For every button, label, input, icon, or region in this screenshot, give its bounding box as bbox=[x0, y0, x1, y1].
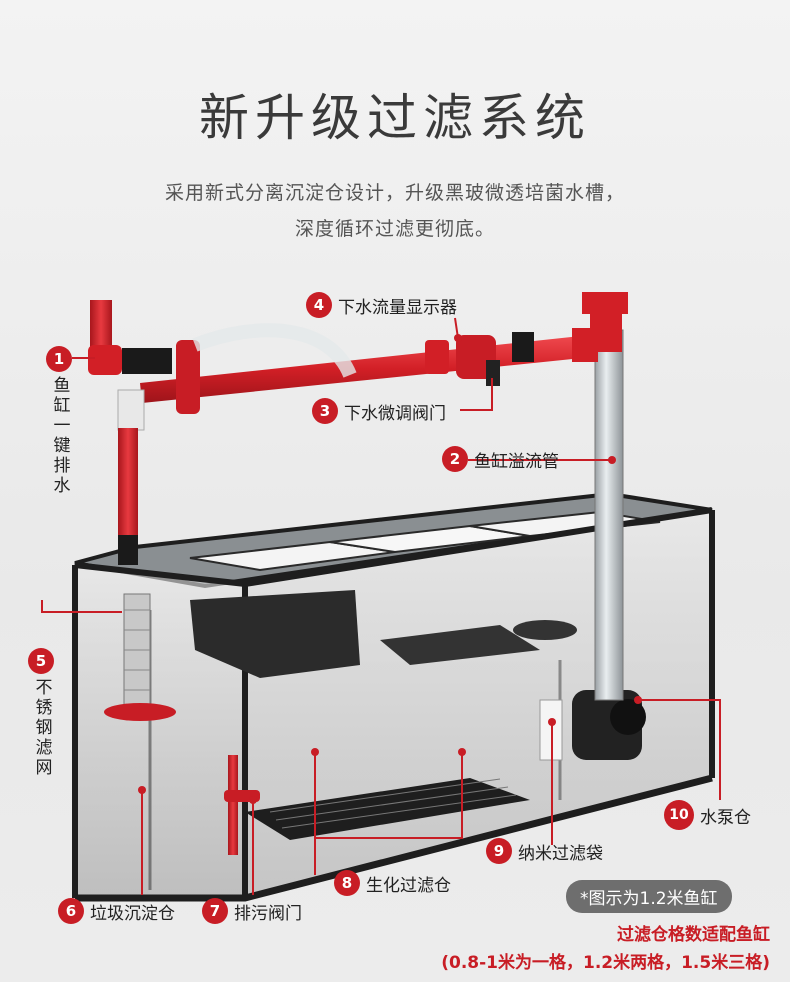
callout-10-badge: 10 bbox=[664, 800, 694, 830]
callout-10-label: 水泵仓 bbox=[700, 807, 751, 828]
sump-tray bbox=[380, 625, 540, 665]
callout-5-badge: 5 bbox=[28, 648, 54, 674]
callout-4: 4 下水流量显示器 bbox=[306, 292, 457, 318]
leader-dots bbox=[138, 334, 642, 804]
callout-8-label: 生化过滤仓 bbox=[366, 875, 451, 896]
callout-9: 9 纳米过滤袋 bbox=[486, 838, 603, 864]
size-note-pill: *图示为1.2米鱼缸 bbox=[566, 880, 732, 913]
callout-6-badge: 6 bbox=[58, 898, 84, 924]
callout-9-badge: 9 bbox=[486, 838, 512, 864]
callout-8: 8 生化过滤仓 bbox=[334, 870, 451, 896]
callout-9-label: 纳米过滤袋 bbox=[518, 843, 603, 864]
filter-cup bbox=[513, 620, 577, 640]
quick-drain-pipe bbox=[90, 300, 112, 350]
bio-grid bbox=[245, 778, 530, 840]
callout-10: 10 水泵仓 bbox=[664, 800, 751, 830]
steel-filter bbox=[123, 593, 151, 713]
tank-frame-bottom bbox=[75, 774, 713, 902]
callout-3-badge: 3 bbox=[312, 398, 338, 424]
callout-6-label: 垃圾沉淀仓 bbox=[90, 903, 175, 924]
fine-tune-handle bbox=[486, 360, 500, 386]
quick-drain-union bbox=[122, 348, 172, 374]
tank bbox=[72, 491, 715, 902]
callout-2-badge: 2 bbox=[442, 446, 468, 472]
callout-8-badge: 8 bbox=[334, 870, 360, 896]
valve-union-right bbox=[512, 332, 534, 362]
overflow-tube-cap bbox=[582, 292, 628, 314]
callout-5-label: 不锈钢滤网 bbox=[31, 678, 52, 778]
callout-1-label: 鱼缸一键排水 bbox=[49, 376, 70, 496]
pump-head bbox=[610, 699, 646, 735]
callout-4-label: 下水流量显示器 bbox=[338, 297, 457, 318]
left-riser-red bbox=[118, 428, 138, 538]
callout-2-label: 鱼缸溢流管 bbox=[474, 451, 559, 472]
clear-hose bbox=[192, 323, 357, 378]
compatibility-note: 过滤仓格数适配鱼缸 bbox=[617, 925, 770, 945]
callout-2: 2 鱼缸溢流管 bbox=[442, 446, 559, 472]
valve-union-left bbox=[425, 340, 449, 374]
overflow-box bbox=[190, 590, 360, 678]
callout-6: 6 垃圾沉淀仓 bbox=[58, 898, 175, 924]
callout-5: 5 不锈钢滤网 bbox=[28, 648, 54, 778]
drain-valve-pipe bbox=[228, 755, 238, 855]
plumbing bbox=[88, 292, 628, 701]
callout-1: 1 鱼缸一键排水 bbox=[46, 346, 72, 496]
pipe-t-joint bbox=[572, 328, 598, 362]
compatibility-detail: (0.8-1米为一格，1.2米两格，1.5米三格) bbox=[441, 953, 770, 973]
callout-3-label: 下水微调阀门 bbox=[344, 403, 446, 424]
subtitle-line-1: 采用新式分离沉淀仓设计，升级黑玻微透培菌水槽， bbox=[164, 182, 625, 204]
leader-lines bbox=[41, 317, 721, 895]
steel-filter-base bbox=[104, 703, 176, 721]
overflow-tube bbox=[594, 329, 624, 701]
callout-1-badge: 1 bbox=[46, 346, 72, 372]
callout-7-label: 排污阀门 bbox=[234, 903, 302, 924]
quick-drain-elbow bbox=[88, 345, 122, 375]
callout-4-badge: 4 bbox=[306, 292, 332, 318]
page-title: 新升级过滤系统 bbox=[199, 89, 591, 147]
left-riser-black bbox=[118, 535, 138, 565]
callout-3: 3 下水微调阀门 bbox=[312, 398, 446, 424]
subtitle-line-2: 深度循环过滤更彻底。 bbox=[294, 218, 495, 240]
left-riser-white bbox=[117, 389, 145, 431]
quick-drain-handle bbox=[176, 340, 200, 414]
callout-7-badge: 7 bbox=[202, 898, 228, 924]
callout-7: 7 排污阀门 bbox=[202, 898, 302, 924]
